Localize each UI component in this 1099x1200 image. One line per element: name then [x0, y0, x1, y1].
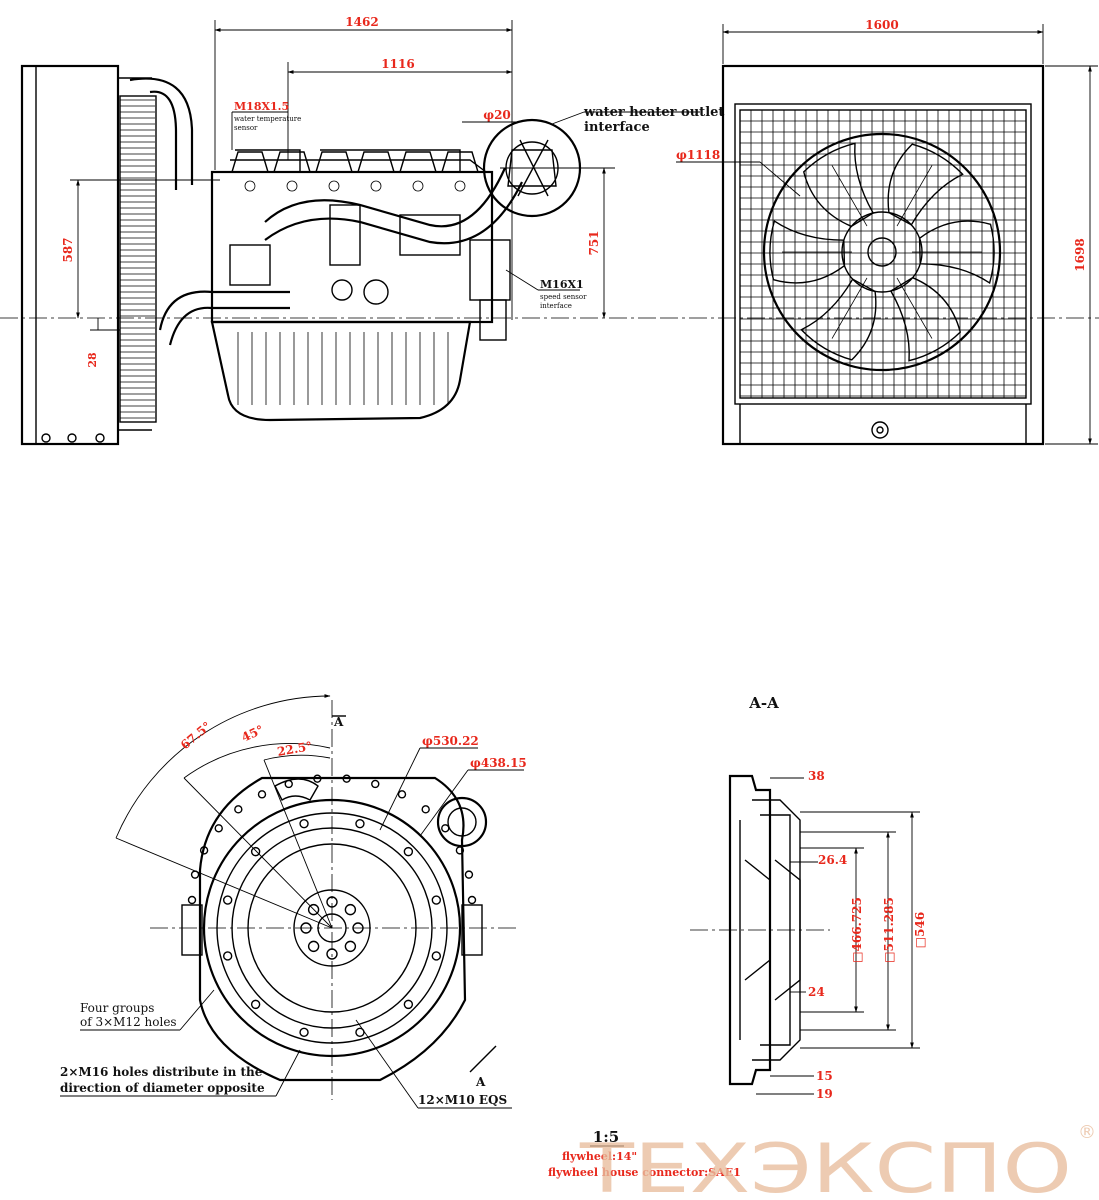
dim-pipe-diameter: φ20: [483, 108, 511, 122]
fan-blades: [769, 142, 995, 362]
note-m16-2: direction of diameter opposite: [60, 1081, 265, 1095]
dim-right-height: 751: [587, 230, 601, 255]
section-title: A-A: [748, 694, 779, 712]
dim-24: 24: [808, 985, 825, 999]
angle-67-5: 67.5°: [178, 719, 214, 752]
oil-pan-fins: [237, 332, 449, 405]
housing-holes: [187, 774, 477, 1038]
footer-flywheel: flywheel:14": [562, 1150, 637, 1163]
engine-block: [210, 170, 494, 324]
dim-box-511: □511.285: [882, 897, 896, 963]
footer-housing: flywheel house connector:SAE1: [548, 1166, 741, 1179]
section-mark-bottom: A: [475, 1075, 486, 1089]
watermark-text: ТЕХЭКСПО: [579, 1130, 1072, 1200]
dim-fan-diameter: φ1118: [676, 148, 720, 162]
watermark-reg-mark: ®: [1078, 1122, 1096, 1143]
section-mark-top: A: [333, 715, 344, 729]
watermark-logo: ТЕХЭКСПО ®: [579, 1122, 1096, 1200]
callout-heater-1: water heater outlet: [583, 105, 724, 120]
callout-m16-desc-1: speed sensor: [540, 293, 587, 301]
footer-notes: 1:5 flywheel:14" flywheel house connecto…: [548, 1128, 741, 1179]
radiator-frame: [20, 64, 120, 446]
starter-boss: [436, 796, 488, 848]
upper-hose: [129, 77, 194, 190]
dim-overall-length: 1462: [345, 15, 378, 29]
dim-radiator-width: 1600: [865, 18, 898, 32]
callout-m18-label: M18X1.5: [234, 100, 289, 113]
dia-438: φ438.15: [470, 756, 527, 770]
scale: 1:5: [593, 1128, 619, 1146]
radiator-outer-frame: [721, 64, 1045, 446]
side-view-callouts: M18X1.5 water temperature sensor water h…: [231, 100, 724, 310]
side-view-dimensions: 1462 1116 587 28 751 φ20: [61, 15, 615, 368]
note-m16-1: 2×M16 holes distribute in the: [60, 1065, 263, 1079]
radiator-core: [119, 95, 157, 423]
dim-offset: 28: [86, 352, 99, 368]
intake-pipe: [264, 167, 523, 245]
front-view-dimensions: 1600 1698 φ1118: [676, 18, 1098, 445]
housing-outline: [198, 776, 467, 1082]
flywheel-housing-view: 67.5° 45° 22.5° A φ530.22 φ438.15 Four g…: [60, 694, 527, 1109]
callout-m16-label: M16X1: [540, 278, 584, 291]
dim-box-546: □546: [913, 912, 927, 948]
fan-shroud: [762, 132, 1002, 372]
drain-plug: [871, 421, 889, 439]
angle-45: 45°: [239, 722, 265, 744]
cylinder-heads: [231, 151, 479, 192]
dim-15: 15: [816, 1069, 833, 1083]
note-four-groups-1: Four groups: [80, 1001, 154, 1015]
angle-22-5: 22.5°: [276, 739, 313, 759]
oil-pan: [210, 320, 472, 422]
callout-m18-desc-1: water temperature: [234, 115, 301, 123]
callout-m18-desc-2: sensor: [234, 124, 258, 132]
dim-block-length: 1116: [381, 57, 414, 71]
dim-38: 38: [808, 769, 825, 783]
engine-side-view: [0, 64, 660, 446]
radiator-front-view: [660, 64, 1099, 446]
callout-heater-2: interface: [584, 120, 650, 135]
callout-m16-desc-2: interface: [540, 302, 572, 310]
note-four-groups-2: of 3×M12 holes: [80, 1015, 177, 1029]
dim-box-466: □466.725: [850, 897, 864, 963]
dim-radiator-height: 1698: [1073, 238, 1087, 271]
radiator-grille: [739, 109, 1027, 398]
housing-flange: [728, 774, 772, 1086]
dim-left-height: 587: [61, 237, 75, 262]
dim-26-4: 26.4: [818, 853, 847, 867]
note-m10: 12×M10 EQS: [418, 1093, 507, 1107]
section-a-a-view: A-A □546 □511.285 □466.725 38 26.4 24 15…: [690, 694, 927, 1101]
dia-530: φ530.22: [422, 734, 479, 748]
dim-19: 19: [816, 1087, 833, 1101]
